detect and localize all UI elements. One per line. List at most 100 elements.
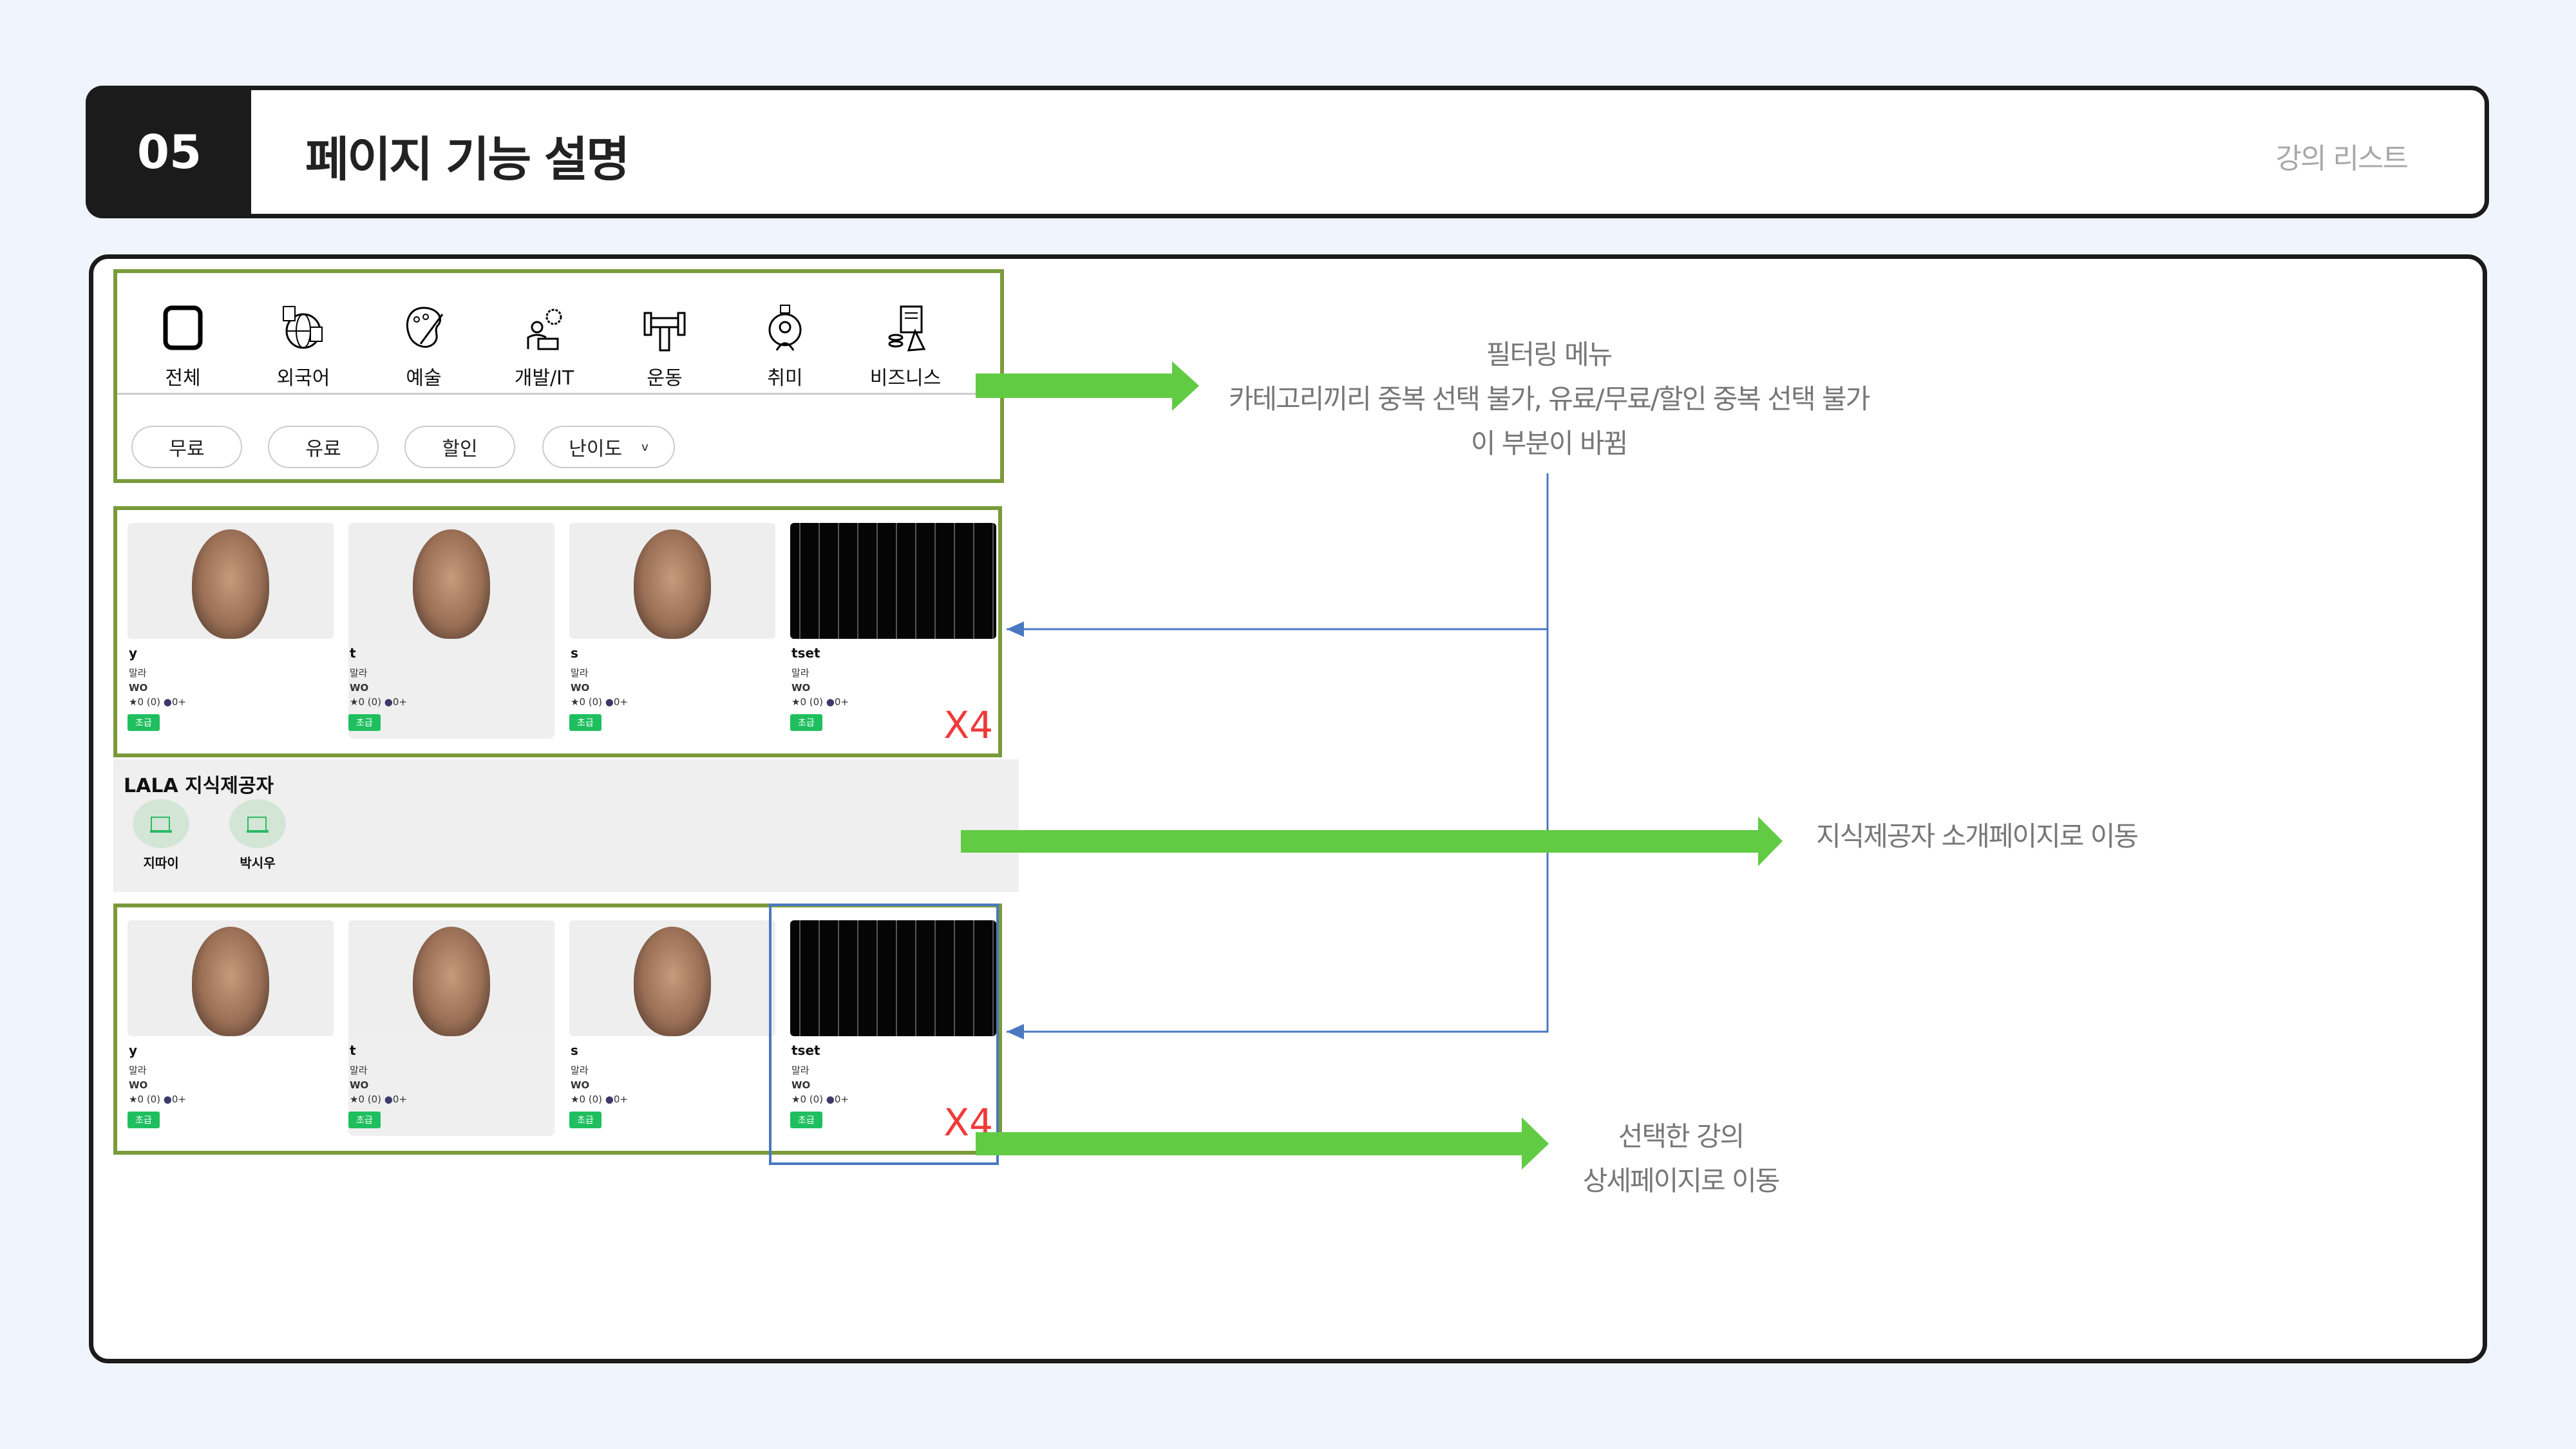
- person-icon: ●: [826, 1094, 835, 1105]
- provider-name[interactable]: 박시우: [240, 855, 276, 871]
- provider-avatar[interactable]: [229, 799, 286, 848]
- course-tag: WO: [571, 682, 590, 694]
- course-title: t: [350, 1043, 356, 1058]
- category-all-square[interactable]: 전체: [131, 299, 234, 390]
- chip-free[interactable]: 무료: [131, 426, 242, 468]
- level-badge: 초급: [569, 714, 601, 731]
- course-title: s: [571, 1043, 578, 1058]
- note-line: 이 부분이 바뀜: [1470, 428, 1629, 459]
- course-title: t: [350, 645, 356, 661]
- connector-line: [1007, 473, 1549, 637]
- course-card[interactable]: tset 말라 WO ★0 (0) ●0+ 초급: [790, 523, 996, 739]
- course-rating: ★0 (0): [791, 696, 824, 708]
- palette-icon: [406, 307, 444, 348]
- course-card[interactable]: y 말라 WO ★0 (0) ●0+ 초급: [128, 920, 334, 1136]
- level-badge: 초급: [790, 1112, 822, 1128]
- category-business-chart[interactable]: 비즈니스: [854, 299, 957, 390]
- multiplier-label: X4: [943, 703, 993, 747]
- course-thumbnail: [790, 920, 996, 1036]
- course-students: 0+: [392, 1094, 408, 1105]
- course-students: 0+: [171, 696, 187, 708]
- level-badge: 초급: [790, 714, 822, 731]
- face-image: [413, 927, 490, 1036]
- course-rating: ★0 (0): [350, 696, 382, 708]
- selected-course-highlight: [769, 904, 999, 1165]
- provider-note: 지식제공자 소개페이지로 이동: [1816, 820, 2139, 852]
- course-students: 0+: [613, 1094, 629, 1105]
- category-palette[interactable]: 예술: [372, 299, 475, 390]
- person-icon: ●: [384, 696, 393, 708]
- course-students: 0+: [171, 1094, 187, 1105]
- course-tag: WO: [129, 682, 148, 694]
- category-developer-gear[interactable]: 개발/IT: [493, 299, 596, 390]
- category-label: 전체: [165, 367, 201, 390]
- arrow-course: [976, 1117, 1549, 1170]
- chip-label: 무료: [169, 438, 205, 460]
- course-title: s: [571, 645, 578, 661]
- level-badge: 초급: [348, 1112, 381, 1128]
- course-rating: ★0 (0): [571, 1094, 603, 1105]
- course-thumbnail: [348, 920, 554, 1036]
- business-chart-icon: [888, 305, 926, 352]
- person-icon: ●: [605, 1094, 614, 1105]
- course-card[interactable]: t 말라 WO ★0 (0) ●0+ 초급: [348, 523, 554, 739]
- course-tag: WO: [791, 682, 811, 694]
- category-label: 예술: [406, 367, 442, 390]
- course-rating: ★0 (0): [571, 696, 603, 708]
- level-badge: 초급: [348, 714, 381, 731]
- course-tag: WO: [350, 682, 369, 694]
- person-icon: ●: [826, 696, 835, 708]
- provider-avatar[interactable]: [133, 799, 189, 848]
- course-card[interactable]: y 말라 WO ★0 (0) ●0+ 초급: [128, 523, 334, 739]
- face-image: [192, 927, 269, 1036]
- face-image: [634, 529, 711, 639]
- level-badge: 초급: [569, 1112, 601, 1128]
- chip-label: 할인: [442, 438, 478, 460]
- level-badge: 초급: [128, 714, 160, 731]
- category-label: 취미: [767, 367, 803, 390]
- course-author: 말라: [350, 1065, 368, 1076]
- arrow-provider: [961, 817, 1783, 866]
- category-dumbbell[interactable]: 운동: [613, 299, 716, 390]
- course-tag: WO: [129, 1079, 148, 1091]
- course-author: 말라: [129, 1065, 147, 1076]
- course-tag: WO: [350, 1079, 369, 1091]
- provider-name[interactable]: 지따이: [143, 855, 179, 871]
- course-author: 말라: [571, 667, 589, 679]
- course-author: 말라: [350, 667, 368, 679]
- course-title: tset: [791, 1043, 820, 1058]
- course-tag: WO: [791, 1079, 811, 1091]
- section-number: 05: [86, 86, 253, 218]
- person-icon: ●: [163, 1094, 172, 1105]
- person-icon: ●: [163, 696, 172, 708]
- chip-discount[interactable]: 할인: [404, 426, 515, 468]
- note-line: 선택한 강의: [1618, 1121, 1745, 1152]
- course-rating: ★0 (0): [350, 1094, 382, 1105]
- course-card[interactable]: s 말라 WO ★0 (0) ●0+ 초급: [569, 523, 775, 739]
- chip-label: 유료: [305, 438, 341, 460]
- note-line: 필터링 메뉴: [1486, 339, 1613, 370]
- course-thumbnail: [128, 920, 334, 1036]
- page-subtitle: 강의 리스트: [2275, 142, 2409, 175]
- course-card[interactable]: tset 말라 WO ★0 (0) ●0+ 초급: [790, 920, 996, 1136]
- arrow-filter: [976, 361, 1199, 411]
- course-note: 선택한 강의 상세페이지로 이동: [1513, 1114, 1848, 1203]
- category-globe-language[interactable]: 외국어: [252, 299, 355, 390]
- course-tag: WO: [571, 1079, 590, 1091]
- course-card[interactable]: t 말라 WO ★0 (0) ●0+ 초급: [348, 920, 554, 1136]
- course-author: 말라: [791, 1065, 810, 1076]
- page-title: 페이지 기능 설명: [305, 132, 630, 187]
- chevron-down-icon: v: [641, 440, 649, 454]
- category-hobby-person[interactable]: 취미: [734, 299, 837, 390]
- level-badge: 초급: [128, 1112, 160, 1128]
- course-author: 말라: [571, 1065, 589, 1076]
- person-icon: ●: [384, 1094, 393, 1105]
- chip-paid[interactable]: 유료: [268, 426, 379, 468]
- filter-note: 필터링 메뉴 카테고리끼리 중복 선택 불가, 유료/무료/할인 중복 선택 불…: [1159, 332, 1938, 466]
- course-card[interactable]: s 말라 WO ★0 (0) ●0+ 초급: [569, 920, 775, 1136]
- dumbbell-icon: [643, 312, 686, 352]
